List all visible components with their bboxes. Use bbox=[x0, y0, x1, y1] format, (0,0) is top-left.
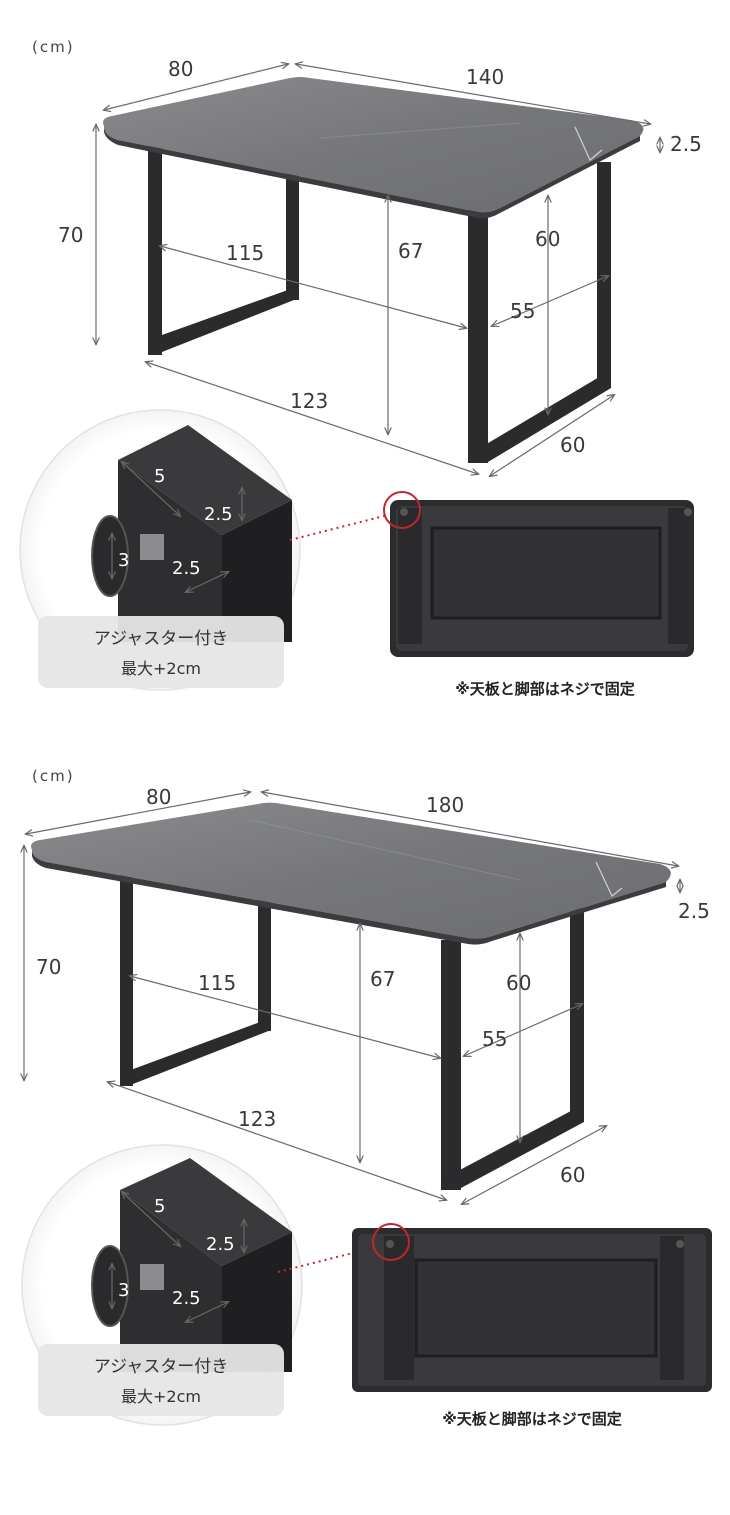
width-label: 180 bbox=[426, 793, 464, 817]
adjuster-leg-side: 2.5 bbox=[172, 558, 201, 579]
depth-label: 80 bbox=[146, 785, 171, 809]
adjuster-leg-side: 2.5 bbox=[172, 1288, 201, 1309]
adjuster-leg-thickness: 2.5 bbox=[206, 1234, 235, 1255]
leg-inner-depth-label: 55 bbox=[510, 299, 535, 323]
fixing-note: ※天板と脚部はネジで固定 bbox=[455, 680, 635, 698]
width-label: 140 bbox=[466, 65, 504, 89]
top-thickness-label: 2.5 bbox=[678, 899, 710, 923]
unit-label: (cm) bbox=[32, 767, 75, 785]
adjuster-badge bbox=[38, 616, 284, 688]
adjuster-detail: 5 2.5 3 2.5 アジャスター付き 最大+2cm bbox=[21, 1144, 303, 1426]
pointer-line bbox=[277, 1247, 373, 1273]
top-thickness-label: 2.5 bbox=[670, 132, 702, 156]
leg-outer-span-label: 123 bbox=[290, 389, 328, 413]
adjuster-leg-width: 5 bbox=[154, 466, 165, 487]
adjuster-badge-line1: アジャスター付き bbox=[94, 1357, 228, 1377]
adjuster-badge bbox=[38, 1344, 284, 1416]
product-140: (cm) bbox=[19, 38, 702, 698]
product-180: (cm) 80 bbox=[22, 767, 712, 1428]
leg-frame-height-label: 60 bbox=[535, 227, 560, 251]
adjuster-detail: 5 2.5 3 2.5 アジャスター付き 最大+2cm bbox=[19, 409, 301, 691]
depth-label: 80 bbox=[168, 57, 193, 81]
leg-depth-label: 60 bbox=[560, 1163, 585, 1187]
fixing-note: ※天板と脚部はネジで固定 bbox=[442, 1410, 622, 1428]
leg-inner-span-label: 115 bbox=[226, 241, 264, 265]
height-label: 70 bbox=[58, 223, 83, 247]
adjuster-leg-thickness: 2.5 bbox=[204, 504, 233, 525]
leg-frame-height-label: 60 bbox=[506, 971, 531, 995]
adjuster-size: 3 bbox=[118, 1280, 129, 1301]
leg-outer-span-label: 123 bbox=[238, 1107, 276, 1131]
highlight-circle bbox=[372, 1223, 410, 1261]
dimension-lines bbox=[96, 64, 660, 476]
leg-clearance-label: 67 bbox=[370, 967, 395, 991]
tabletop bbox=[103, 77, 644, 219]
adjuster-size: 3 bbox=[118, 550, 129, 571]
unit-label: (cm) bbox=[32, 38, 75, 56]
highlight-circle bbox=[383, 491, 421, 529]
underside-view bbox=[352, 1228, 712, 1392]
leg-inner-depth-label: 55 bbox=[482, 1027, 507, 1051]
leg-depth-label: 60 bbox=[560, 433, 585, 457]
adjuster-badge-line2: 最大+2cm bbox=[121, 1387, 201, 1406]
dimension-lines bbox=[24, 792, 680, 1204]
pointer-line bbox=[289, 515, 385, 541]
adjuster-badge-line1: アジャスター付き bbox=[94, 629, 228, 649]
adjuster-badge-line2: 最大+2cm bbox=[121, 659, 201, 678]
leg-clearance-label: 67 bbox=[398, 239, 423, 263]
height-label: 70 bbox=[36, 955, 61, 979]
underside-view bbox=[390, 500, 694, 657]
leg-inner-span-label: 115 bbox=[198, 971, 236, 995]
leg-right bbox=[441, 908, 584, 1190]
adjuster-leg-width: 5 bbox=[154, 1196, 165, 1217]
